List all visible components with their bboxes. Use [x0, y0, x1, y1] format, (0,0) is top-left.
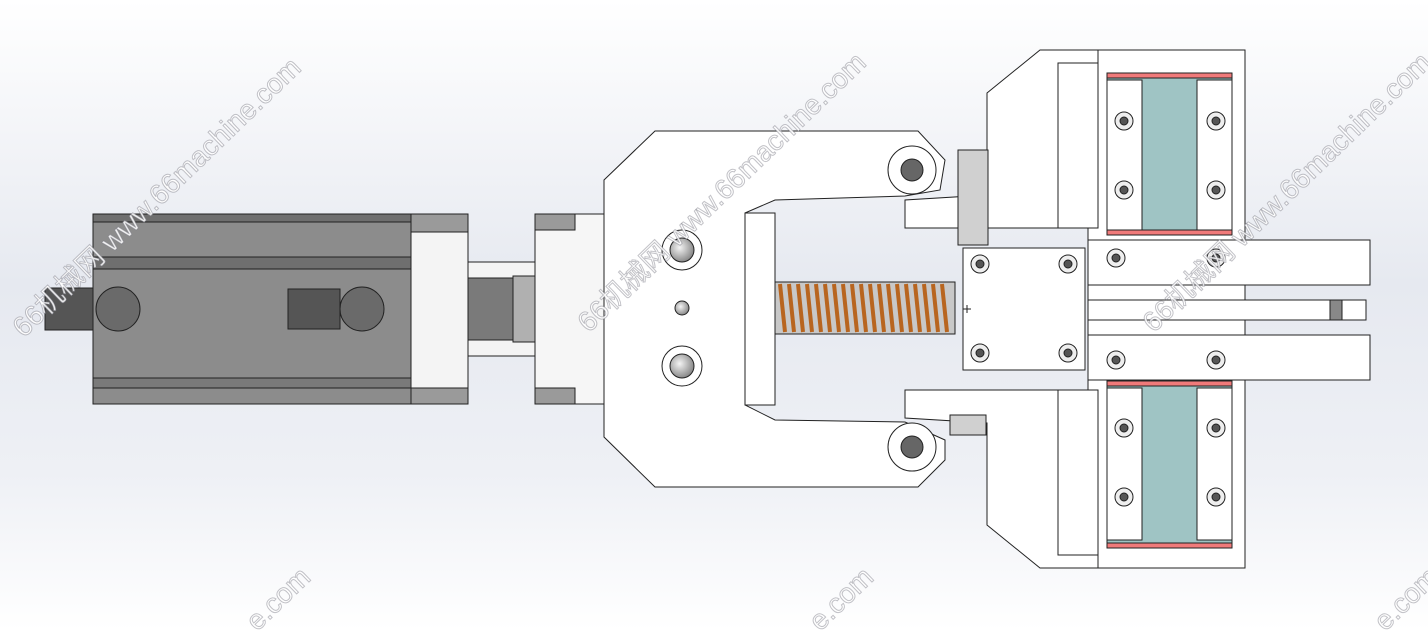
spring-coil	[877, 283, 886, 333]
spring-coil	[922, 283, 931, 333]
screw-head	[1211, 253, 1221, 263]
spring-coil	[823, 283, 832, 333]
spring-coil	[895, 283, 904, 333]
spring-coil	[841, 283, 850, 333]
spring-coil	[796, 283, 805, 333]
pin-hole	[674, 300, 690, 316]
seal-strip	[1106, 380, 1233, 387]
spring-coil	[859, 283, 868, 333]
finger-upper	[1087, 239, 1371, 286]
screw-head	[1063, 348, 1073, 358]
finger-middle	[1087, 299, 1367, 321]
flange-block	[534, 213, 605, 405]
screw-head	[1119, 185, 1129, 195]
spring-coil	[778, 283, 787, 333]
screw-head	[1111, 253, 1121, 263]
spring-coil	[805, 283, 814, 333]
seal-strip	[1106, 72, 1233, 79]
right-gripper-assembly	[887, 49, 1371, 569]
screw-head	[975, 348, 985, 358]
spring-coil	[913, 283, 922, 333]
screw-head	[1211, 185, 1221, 195]
screw-head	[1211, 116, 1221, 126]
air-fitting	[44, 287, 94, 331]
screw-head	[1119, 423, 1129, 433]
spring-coil	[940, 283, 949, 333]
pneumatic-cylinder	[44, 213, 605, 405]
air-fitting	[287, 288, 341, 330]
screw-head	[1063, 259, 1073, 269]
spring-coil	[931, 283, 940, 333]
fitting-port	[339, 286, 385, 332]
screw-head	[975, 259, 985, 269]
screw-head	[1119, 492, 1129, 502]
spring-coil	[832, 283, 841, 333]
spring-coil	[904, 283, 913, 333]
screw-head	[1111, 355, 1121, 365]
seal-strip	[1106, 229, 1233, 236]
spring	[774, 281, 956, 335]
spring-coil	[814, 283, 823, 333]
spring-coil	[850, 283, 859, 333]
spring-coil	[787, 283, 796, 333]
spring-coil	[868, 283, 877, 333]
seal-strip	[1106, 542, 1233, 549]
screw-head	[1119, 116, 1129, 126]
main-bracket	[603, 130, 946, 488]
finger-lower	[1087, 334, 1371, 381]
screw-head	[1211, 423, 1221, 433]
spring-coil	[886, 283, 895, 333]
screw-head	[1211, 355, 1221, 365]
screw-head	[1211, 492, 1221, 502]
fitting-port	[95, 286, 141, 332]
